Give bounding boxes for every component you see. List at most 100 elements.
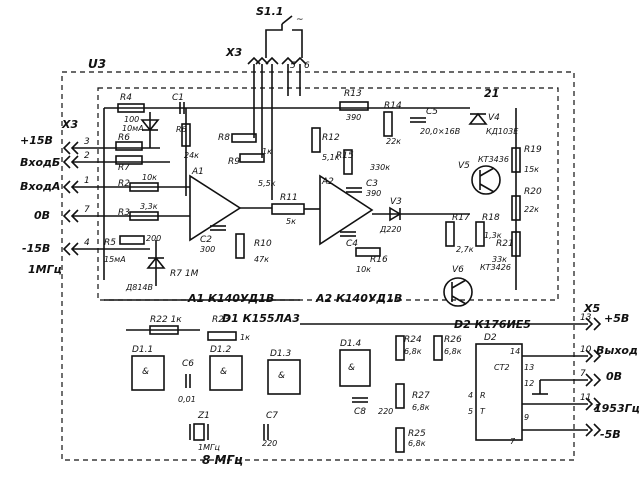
block-inner-outline bbox=[97, 87, 559, 301]
r19-resistor bbox=[511, 147, 521, 173]
r9-value: 5,5к bbox=[258, 179, 276, 188]
r7-resistor bbox=[115, 155, 143, 165]
r9-resistor bbox=[239, 153, 265, 163]
d2-pin-12: 12 bbox=[524, 379, 534, 388]
left-pin-7-num: 7 bbox=[84, 205, 90, 215]
right-pin-10-num: 10 bbox=[580, 345, 592, 355]
z1-value: 1МГц bbox=[198, 443, 220, 452]
c5-label: C5 bbox=[426, 107, 438, 117]
z1-crystal bbox=[189, 423, 209, 441]
left-connector-label: X3 bbox=[61, 118, 78, 131]
ref-21: 21 bbox=[484, 87, 499, 100]
r25-value: 6,8к bbox=[408, 439, 426, 448]
left-pin-4-label: -15В bbox=[22, 242, 50, 255]
right-pin-11-label: 1953Гц bbox=[594, 402, 640, 415]
right-pin-13-num: 13 bbox=[580, 313, 592, 323]
c3-value: 390 bbox=[366, 189, 381, 198]
r23-resistor bbox=[207, 331, 237, 341]
r24-value: 6,8к bbox=[404, 347, 422, 356]
v5-label: V5 bbox=[458, 161, 470, 171]
r21-value: 33к bbox=[492, 255, 507, 264]
r13-resistor bbox=[339, 101, 369, 111]
r16-label: R16 bbox=[370, 255, 388, 265]
right-connector-label: X5 bbox=[583, 302, 600, 315]
z1-label: Z1 bbox=[197, 411, 210, 421]
a2-part: A2 К140УД1В bbox=[315, 292, 402, 305]
d2-pin-13: 13 bbox=[524, 363, 534, 372]
c7-value: 220 bbox=[262, 439, 277, 448]
svg-text:~: ~ bbox=[296, 15, 304, 25]
c6-label: C6 bbox=[182, 359, 194, 369]
v3-value: Д220 bbox=[379, 225, 402, 234]
r18-label: R18 bbox=[482, 213, 500, 223]
r14-resistor bbox=[383, 111, 393, 137]
a1-label: A1 bbox=[191, 167, 204, 177]
right-pin-11-num: 11 bbox=[580, 393, 591, 403]
d2-ct2: CT2 bbox=[494, 363, 510, 372]
block-name: U3 bbox=[88, 57, 106, 71]
c4-capacitor bbox=[340, 231, 356, 237]
d2-pin-7: 7 bbox=[510, 437, 516, 446]
r2-value: 10к bbox=[142, 173, 157, 182]
c3-capacitor bbox=[346, 187, 362, 193]
r27-resistor bbox=[395, 383, 405, 409]
r15-resistor bbox=[343, 149, 353, 175]
r5-resistor bbox=[119, 235, 145, 245]
r15-value: 330к bbox=[370, 163, 390, 172]
op-amp-a2 bbox=[319, 174, 374, 246]
left-pin-3-num: 3 bbox=[84, 137, 90, 147]
r22-label: R22 1к bbox=[150, 315, 182, 325]
r13-value: 390 bbox=[346, 113, 361, 122]
right-pin-7-label: 0В bbox=[606, 370, 622, 383]
r26-value: 6,8к bbox=[444, 347, 462, 356]
r18-resistor bbox=[475, 221, 485, 247]
r3-resistor bbox=[129, 211, 159, 221]
op-amp-a1 bbox=[189, 174, 242, 242]
r8-resistor bbox=[231, 133, 257, 143]
r27-label: R27 bbox=[412, 391, 430, 401]
v4-label: V4 bbox=[488, 113, 500, 123]
r24-label: R24 bbox=[404, 335, 422, 345]
r14-label: R14 bbox=[384, 101, 402, 111]
left-pin-1-label: ВходА bbox=[20, 180, 60, 193]
r11-resistor bbox=[271, 203, 305, 215]
v1-zener-upper bbox=[140, 112, 160, 148]
top-connector-label: X3 bbox=[225, 46, 242, 59]
c8-value: 220 bbox=[378, 407, 393, 416]
left-pin-2-num: 2 bbox=[84, 151, 90, 161]
left-pin-1mhz-label: 1МГц bbox=[28, 263, 62, 276]
r4-current: 10мА bbox=[122, 124, 144, 133]
r21-label: R21 bbox=[496, 239, 514, 249]
v5-part: КТ3436 bbox=[478, 155, 509, 164]
c8-capacitor bbox=[352, 397, 368, 403]
r12-resistor bbox=[311, 127, 321, 153]
r20-label: R20 bbox=[524, 187, 542, 197]
r17-resistor bbox=[445, 221, 455, 247]
d2-pin-14: 14 bbox=[510, 347, 520, 356]
r6-label: R6 bbox=[118, 133, 130, 143]
c3-label: C3 bbox=[366, 179, 378, 189]
r6b-label: R6 bbox=[176, 125, 187, 134]
r9-label: R9 bbox=[228, 157, 240, 167]
left-pin-1-num: 1 bbox=[84, 176, 90, 186]
top-connector-pins bbox=[247, 56, 307, 120]
r23-label: R23 bbox=[212, 315, 230, 325]
r20-value: 22к bbox=[524, 205, 539, 214]
d1-4-amp: & bbox=[348, 363, 355, 373]
r17-label: R17 bbox=[452, 213, 470, 223]
r5-value: 200 bbox=[146, 234, 161, 243]
c2-value: 300 bbox=[200, 245, 215, 254]
r13-label: R13 bbox=[344, 89, 362, 99]
r3-label: R3 bbox=[118, 208, 130, 218]
d1-1-amp: & bbox=[142, 367, 149, 377]
c7-capacitor bbox=[263, 424, 269, 440]
d1-1-label: D1.1 bbox=[132, 345, 153, 355]
r19-value: 15к bbox=[524, 165, 539, 174]
v6-transistor bbox=[443, 277, 473, 307]
r7-1m: R7 1М bbox=[170, 269, 199, 279]
r5-current: 15мА bbox=[104, 255, 126, 264]
v4-diode bbox=[468, 112, 488, 125]
d2-pin-9: 9 bbox=[524, 413, 529, 422]
switch-s1: ~ bbox=[265, 15, 304, 58]
